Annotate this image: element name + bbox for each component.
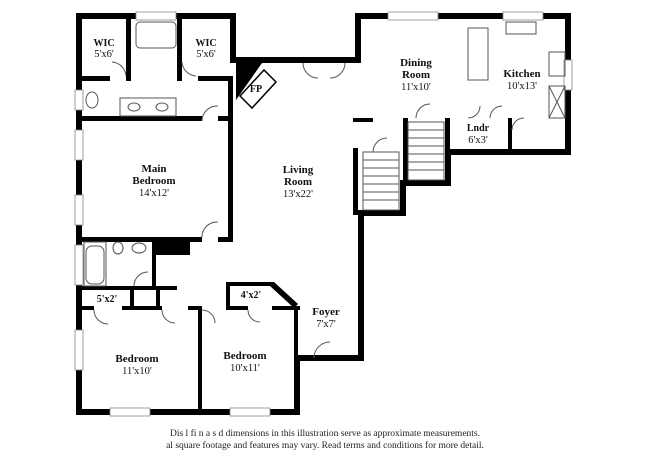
kitchen-dims: 10'x13' xyxy=(507,81,537,92)
disclaimer-line-1: Dis l fi n a s d dimensions in this illu… xyxy=(169,429,481,439)
main-bedroom-label-1: Main xyxy=(141,163,166,175)
room-labels: WIC 5'x6' WIC 5'x6' FP Dining Room 11'x1… xyxy=(93,38,540,377)
kitchen-label: Kitchen xyxy=(503,68,540,80)
disclaimer-line-2: al square footage and features may vary.… xyxy=(166,441,484,451)
main-bedroom-label-2: Bedroom xyxy=(132,175,175,187)
living-dims: 13'x22' xyxy=(283,189,313,200)
windows xyxy=(74,11,573,417)
living-label-2: Room xyxy=(284,176,312,188)
bedroom-right-dims: 10'x11' xyxy=(230,363,260,374)
fixtures xyxy=(83,21,566,287)
closet-5x2-dims: 5'x2' xyxy=(97,294,118,305)
laundry-label: Lndr xyxy=(467,123,490,134)
fireplace-label: FP xyxy=(250,84,262,95)
bedroom-left-dims: 11'x10' xyxy=(122,366,152,377)
living-label-1: Living xyxy=(283,164,314,176)
interior-walls xyxy=(82,19,512,415)
fireplace xyxy=(236,63,278,110)
main-bedroom-dims: 14'x12' xyxy=(139,188,169,199)
bedroom-right-label: Bedroom xyxy=(223,350,266,362)
wic-left-dims: 5'x6' xyxy=(94,49,114,60)
bedroom-left-label: Bedroom xyxy=(115,353,158,365)
wic-left-label: WIC xyxy=(93,38,114,49)
foyer-dims: 7'x7' xyxy=(316,319,336,330)
laundry-dims: 6'x3' xyxy=(468,135,488,146)
dining-dims: 11'x10' xyxy=(401,82,431,93)
closet-4x2-dims: 4'x2' xyxy=(241,290,262,301)
chase-block xyxy=(155,237,190,255)
dining-label-1: Dining xyxy=(400,57,432,69)
dining-label-2: Room xyxy=(402,69,430,81)
stairs xyxy=(362,121,445,211)
door-swings xyxy=(93,61,525,359)
wic-right-dims: 5'x6' xyxy=(196,49,216,60)
wic-right-label: WIC xyxy=(195,38,216,49)
foyer-label: Foyer xyxy=(312,306,340,318)
